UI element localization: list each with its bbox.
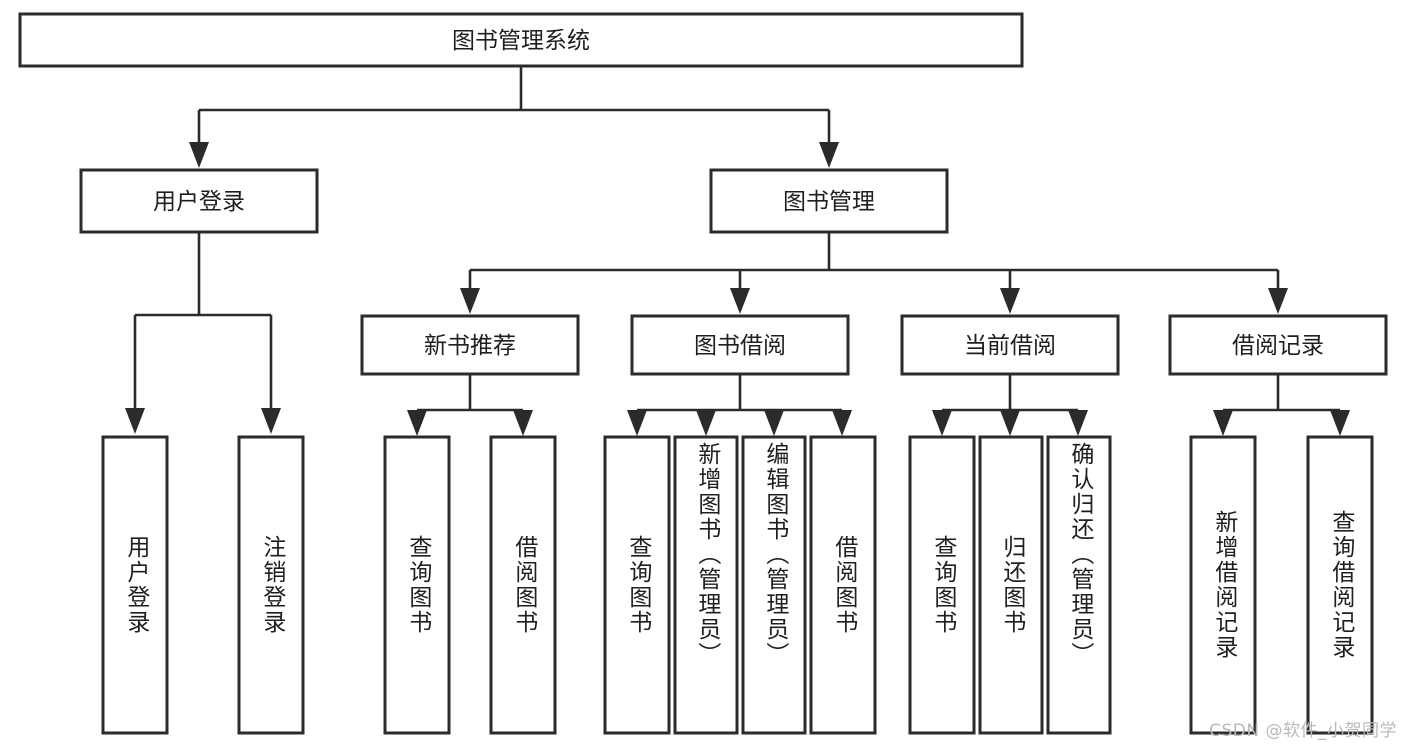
connector-group — [125, 66, 1350, 436]
arrowhead-leaf-user-login — [125, 408, 145, 434]
node-label-borrow-record: 借阅记录 — [1232, 333, 1324, 359]
arrowhead-leaf-edit-book — [764, 410, 784, 436]
node-box-leaf-confirm-return[interactable] — [1046, 435, 1112, 735]
node-label-new-book-recommend: 新书推荐 — [424, 333, 516, 359]
arrowhead-newbook — [460, 288, 480, 314]
node-box-current-borrow[interactable] — [900, 314, 1120, 376]
node-box-new-book-recommend[interactable] — [360, 314, 580, 376]
node-box-book-borrow[interactable] — [630, 314, 850, 376]
node-box-leaf-add-record[interactable] — [1189, 435, 1257, 735]
node-box-leaf-edit-book[interactable] — [741, 435, 807, 735]
node-box-root[interactable] — [18, 12, 1024, 68]
arrowhead-bookmgmt — [819, 142, 839, 168]
node-box-borrow-record[interactable] — [1168, 314, 1388, 376]
arrowhead-borrow — [730, 288, 750, 314]
arrowhead-leaf-return-book — [1000, 410, 1020, 436]
arrowhead-record — [1268, 288, 1288, 314]
node-box-leaf-add-book[interactable] — [673, 435, 739, 735]
node-box-user-login[interactable] — [79, 168, 319, 234]
node-box-book-management[interactable] — [709, 168, 949, 234]
arrowhead-leaf-confirm-return — [1068, 410, 1088, 436]
arrowhead-leaf-query-record — [1330, 410, 1350, 436]
watermark-text: CSDN @软件_小贺同学 — [1209, 721, 1397, 741]
node-box-leaf-borrow-book-1[interactable] — [489, 435, 557, 735]
arrowhead-userlogin — [189, 142, 209, 168]
node-label-book-management: 图书管理 — [783, 189, 875, 215]
arrowhead-leaf-logout — [261, 408, 281, 434]
arrowhead-leaf-query-book-2 — [627, 410, 647, 436]
arrowhead-leaf-query-book-3 — [932, 410, 952, 436]
node-box-leaf-user-login[interactable] — [101, 435, 169, 735]
arrowhead-leaf-borrow-book-2 — [832, 410, 852, 436]
arrowhead-leaf-add-record — [1213, 410, 1233, 436]
arrowhead-leaf-borrow-book-1 — [513, 410, 533, 436]
arrowhead-current — [1000, 288, 1020, 314]
node-box-leaf-return-book[interactable] — [978, 435, 1044, 735]
node-box-leaf-borrow-book-2[interactable] — [809, 435, 877, 735]
node-box-leaf-logout[interactable] — [237, 435, 305, 735]
arrowhead-leaf-query-book-1 — [407, 410, 427, 436]
node-label-current-borrow: 当前借阅 — [964, 333, 1056, 359]
node-label-user-login: 用户登录 — [153, 189, 245, 215]
node-label-book-borrow: 图书借阅 — [694, 333, 786, 359]
node-box-leaf-query-book-2[interactable] — [603, 435, 671, 735]
node-box-leaf-query-book-3[interactable] — [908, 435, 976, 735]
node-box-leaf-query-record[interactable] — [1306, 435, 1374, 735]
node-label-root: 图书管理系统 — [452, 28, 590, 54]
arrowhead-leaf-add-book — [696, 410, 716, 436]
node-box-leaf-query-book-1[interactable] — [383, 435, 451, 735]
